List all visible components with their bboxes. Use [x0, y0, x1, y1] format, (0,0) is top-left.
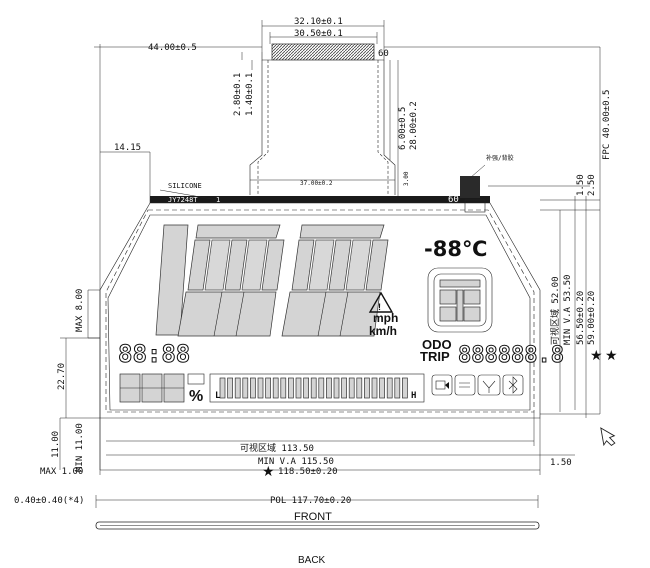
bar-gauge-frame: [209, 373, 425, 403]
dimension-texts: 32.10±0.1 30.50±0.1 44.00±0.5 14.15 37.0…: [14, 17, 612, 506]
pointer-arrow-icon: [600, 427, 616, 447]
dim-fpc-h1: 2.80±0.1: [233, 73, 243, 116]
dim-max1: MAX 1.00: [40, 467, 83, 477]
silicone-label: SILICONE: [168, 182, 202, 190]
temperature-readout: -88℃: [424, 237, 487, 261]
bar-gauge-segment: [364, 377, 370, 399]
plug-icon: [477, 374, 501, 396]
bar-gauge-segment: [265, 377, 271, 399]
dim-small-v: 3.00: [403, 171, 410, 186]
bar-gauge-segment: [326, 377, 332, 399]
speed-digit-1: [177, 224, 285, 337]
dim-r150: 1.50: [550, 458, 572, 468]
dim-r2-50: 2.50: [587, 174, 597, 196]
camera-icon: [431, 374, 453, 396]
bar-gauge-segment: [272, 377, 279, 399]
dim-w118: 118.50±0.20: [278, 467, 338, 477]
mph-unit: mph: [373, 311, 398, 325]
part-number: JY7248T: [168, 196, 198, 204]
dim-left-offset: 14.15: [114, 143, 141, 153]
bar-gauge-segment: [257, 377, 264, 399]
svg-text:!: !: [378, 302, 381, 312]
bar-gauge-segment: [356, 377, 363, 399]
star-icon: ★: [590, 348, 603, 364]
bar-label-h: H: [411, 391, 416, 401]
bar-gauge-segment: [227, 377, 233, 399]
dim-h5900: 59.00±0.20: [587, 291, 597, 345]
dim-fpc-v1: 6.00±0.5: [398, 107, 408, 150]
kmh-unit: km/h: [369, 324, 397, 338]
dim-d040: 0.40±0.40(*4): [14, 496, 84, 506]
speed-digit-2: [281, 224, 389, 337]
odo-digits: 888888.8: [458, 343, 564, 368]
dim-fpc-h2: 1.40±0.1: [245, 73, 255, 116]
dim-overall-left: 44.00±0.5: [148, 43, 197, 53]
critical-dimension-stars: ★ ★ ★: [262, 348, 618, 480]
bar-gauge-segment: [303, 377, 309, 399]
dimension-lines: [59, 20, 601, 508]
dim-fpc-v2: 28.00±0.2: [409, 101, 419, 150]
dim-r1-50: 1.50: [576, 174, 586, 196]
bar-gauge-segment: [402, 377, 408, 399]
bar-gauge-segment: [280, 377, 287, 399]
black-bar: [150, 196, 490, 203]
gauge-box: [427, 267, 493, 333]
dim-max8: MAX 8.00: [75, 289, 85, 332]
battery-block: %: [119, 373, 205, 405]
bar-gauge-segment: [348, 377, 355, 399]
front-label: FRONT: [294, 511, 332, 523]
polarizer-strip: [95, 521, 540, 530]
dim-view-area-h: 可视区域 52.00: [549, 276, 561, 345]
dim-h5650: 56.50±0.20: [576, 291, 586, 345]
dim-top-width-2: 30.50±0.1: [294, 29, 343, 39]
status-icons: [431, 374, 524, 396]
dim-d2270: 22.70: [57, 363, 67, 390]
dim-view-area-w: 可视区域 113.50: [240, 442, 314, 454]
bar-gauge-segment: [371, 377, 378, 399]
bar-gauge-segment: [379, 377, 385, 399]
dim-pol: POL 117.70±0.20: [270, 496, 351, 506]
dim-d1100: 11.00: [51, 431, 61, 458]
bar-gauge-segment: [250, 377, 256, 399]
star-icon: ★: [605, 348, 618, 364]
pin-1-label: 1: [216, 196, 220, 204]
clock-display: 88:88: [118, 340, 190, 368]
pin-60-top: 60: [378, 49, 389, 59]
dim-min11: MIN 11.00: [75, 423, 85, 472]
horn-icon: [454, 374, 476, 396]
bar-gauge-segment: [341, 377, 347, 399]
percent-sign: %: [189, 388, 203, 405]
back-label: BACK: [298, 555, 326, 566]
part-labels: SILICONE JY7248T 1 60 60 补强/背胶 FRONT BAC…: [168, 49, 514, 566]
bar-gauge-segment: [295, 377, 302, 399]
dim-inner-width: 37.00±0.2: [300, 180, 333, 187]
bar-gauge-segment: [288, 377, 294, 399]
dim-top-width-1: 32.10±0.1: [294, 17, 343, 27]
dim-min-va-h: MIN V.A 53.50: [563, 275, 573, 345]
bar-gauge-segment: [242, 377, 249, 399]
odo-label: ODO: [422, 337, 452, 352]
fpc-tail: [249, 43, 396, 195]
bluetooth-icon: [502, 374, 524, 396]
bar-gauge-segment: [386, 377, 393, 399]
bar-gauge-segment: [333, 377, 340, 399]
stiffener-label: 补强/背胶: [486, 154, 514, 162]
dim-min-va-w: MIN V.A 115.50: [258, 457, 334, 467]
lcd-segments: ! mph km/h -88℃ 88:88 ODO TRIP 888888.8: [118, 224, 564, 405]
stiffener-block: [460, 176, 480, 198]
bar-gauge-segment: [394, 377, 401, 399]
bar-gauge-segment: [219, 377, 226, 399]
bar-gauge-segment: [318, 377, 325, 399]
star-icon: ★: [262, 464, 275, 480]
pin-60-bottom: 60: [448, 195, 459, 205]
bar-gauge-segment: [234, 377, 241, 399]
bar-gauge: [209, 373, 425, 403]
bar-gauge-segment: [310, 377, 317, 399]
warning-icon: !: [368, 291, 394, 313]
bar-label-l: L: [215, 391, 221, 401]
dim-fpc-total: FPC 40.00±0.5: [602, 90, 612, 160]
trip-label: TRIP: [420, 349, 450, 364]
